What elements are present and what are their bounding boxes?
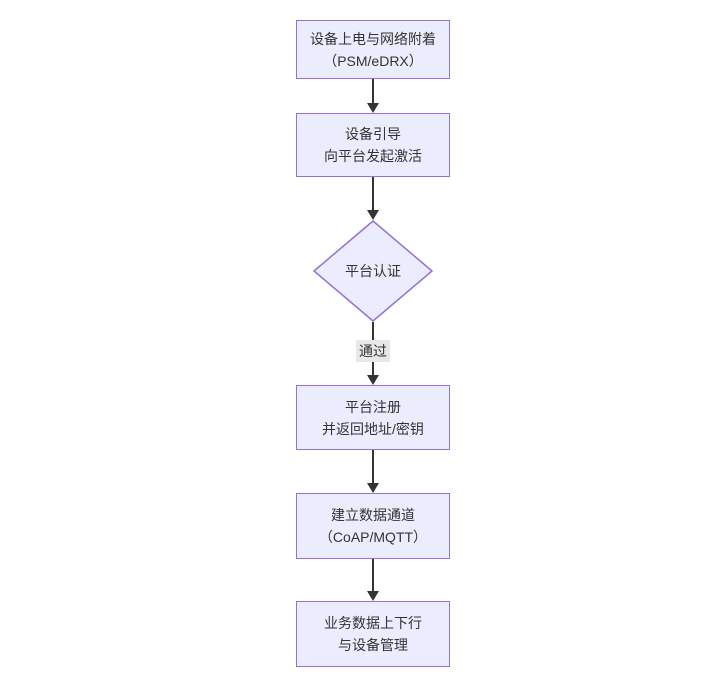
node-text-line: （CoAP/MQTT） xyxy=(318,529,428,545)
node-text-line: 建立数据通道 xyxy=(331,507,415,523)
node-text-line: 设备引导 xyxy=(345,126,401,142)
flow-node-data-channel: 建立数据通道 （CoAP/MQTT） xyxy=(296,493,450,559)
arrow-down-icon xyxy=(367,103,379,113)
node-text-line: 与设备管理 xyxy=(338,637,408,653)
edge-label-pass: 通过 xyxy=(356,340,390,362)
arrow-down-icon xyxy=(367,591,379,601)
node-text-line: （PSM/eDRX） xyxy=(323,52,423,69)
decision-platform-auth: 平台认证 xyxy=(313,220,433,322)
diamond-shape xyxy=(313,220,433,322)
edge-connector xyxy=(372,79,374,104)
edge-connector xyxy=(372,559,374,591)
edge-connector xyxy=(372,450,374,483)
arrow-down-icon xyxy=(367,375,379,385)
node-text-line: 设备上电与网络附着 xyxy=(310,30,436,47)
arrow-down-icon xyxy=(367,210,379,220)
node-text-line: 平台注册 xyxy=(345,398,401,415)
edge-connector xyxy=(372,177,374,211)
node-text-line: 向平台发起激活 xyxy=(324,148,422,164)
flow-node-platform-register: 平台注册 并返回地址/密钥 xyxy=(296,385,450,450)
arrow-down-icon xyxy=(367,483,379,493)
flow-node-business-data: 业务数据上下行 与设备管理 xyxy=(296,601,450,667)
node-text-line: 业务数据上下行 xyxy=(324,615,422,631)
flow-node-power-attach: 设备上电与网络附着 （PSM/eDRX） xyxy=(296,20,450,79)
node-text-line: 并返回地址/密钥 xyxy=(322,420,424,437)
node-text-line: 平台认证 xyxy=(345,263,401,279)
flow-node-bootstrap: 设备引导 向平台发起激活 xyxy=(296,113,450,177)
